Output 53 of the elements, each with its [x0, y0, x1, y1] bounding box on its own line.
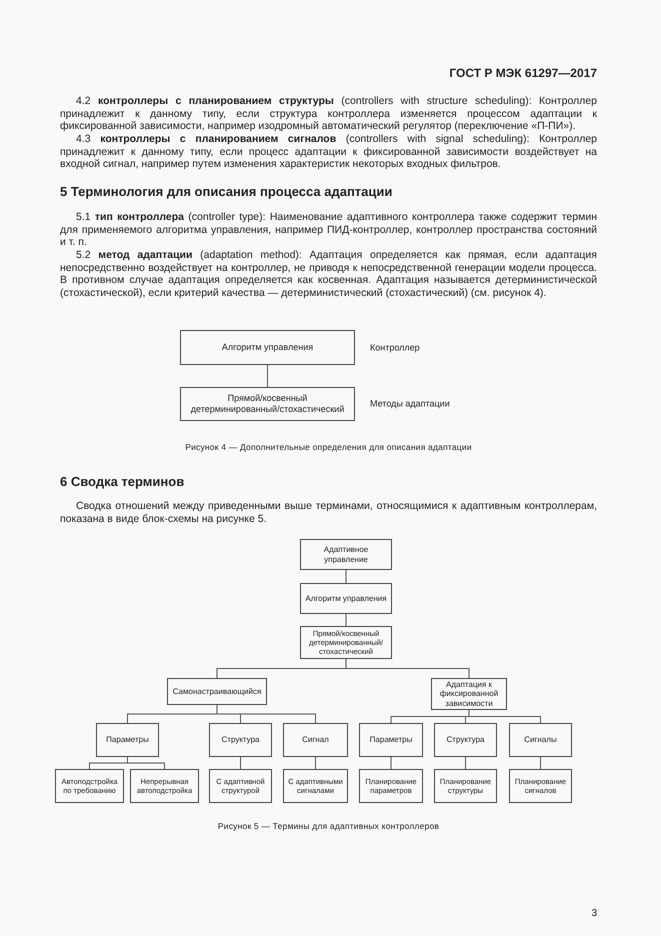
- term-box: [359, 769, 423, 803]
- term-box: [434, 769, 497, 803]
- connector-line: [540, 756, 541, 770]
- box-label: Сигналы: [524, 735, 557, 745]
- box-label: Самонастраивающийся: [172, 686, 262, 696]
- figure-caption: Рисунок 5 — Термины для адаптивных контроллеров: [216, 820, 440, 833]
- box-label: Сигнал: [302, 735, 329, 745]
- section-heading: 5 Терминология для описания процесса адаптации: [60, 183, 394, 201]
- term-box: [509, 769, 572, 803]
- connector-line: [315, 756, 316, 770]
- side-label: Контроллер: [370, 342, 420, 353]
- box-label: Структура: [446, 735, 484, 745]
- page-number: 3: [590, 907, 597, 921]
- term-box: [96, 723, 159, 757]
- box-label: Алгоритм управления: [305, 594, 387, 604]
- term-box: [431, 678, 507, 710]
- section-heading: 6 Сводка терминов: [60, 473, 186, 491]
- term-box: [509, 723, 572, 757]
- term-box: [130, 769, 199, 803]
- term-box: [283, 769, 348, 803]
- connector-line: [390, 756, 392, 770]
- connector-line: [216, 704, 316, 724]
- connector-line: [346, 658, 470, 678]
- box-label: Параметры: [106, 735, 149, 745]
- term-box: [300, 583, 392, 614]
- body-paragraph: 4.2 контроллеры с планированием структуры (controllers with structure scheduling): Контроллер принадлежит к данному типу, если структура контроллера изменяется процессом адаптации к фиксированной зависимости, например изодромный автоматический регулятор (переключение «П-ПИ»).: [60, 95, 597, 133]
- figure-caption: Рисунок 4 — Дополнительные определения для описания адаптации: [184, 441, 473, 454]
- connector-line: [468, 710, 541, 724]
- body-paragraph: 4.3 контроллеры с планированием сигналов (controllers with signal scheduling): Контроллер принадлежит к данному типу, если процесс адаптации к фиксированной зависимости воздействует на входной сигнал, например путем изменения характеристик некоторых входных фильтров.: [60, 133, 597, 171]
- box-label: Адаптация к фиксированной зависимости: [438, 680, 500, 708]
- body-paragraph: 5.1 тип контроллера (controller type): Наименование адаптивного контроллера также содержит термин для применяемого алгоритма управления, например ПИД-контроллер, контроллер пространства состояний и т. п.: [60, 211, 597, 249]
- term-box: [167, 678, 267, 705]
- term-box: [283, 723, 348, 757]
- box-label: Параметры: [370, 735, 412, 745]
- term-box: [434, 723, 497, 757]
- body-paragraph: Сводка отношений между приведенными выше терминами, относящимися к адаптивным контроллерам, показана в виде блок-схемы на рисунке 5.: [60, 500, 597, 526]
- box-label: Структура: [222, 735, 260, 745]
- connector-line: [465, 756, 466, 770]
- term-box: [209, 769, 272, 803]
- term-box: [209, 723, 272, 757]
- box-label: Прямой/косвенный детерминированный/стохастический: [190, 393, 346, 415]
- box-label: Адаптивное управление: [322, 544, 370, 564]
- connector-line: [127, 756, 165, 770]
- term-box: [300, 539, 392, 570]
- connector-line: [267, 364, 268, 388]
- body-paragraph: 5.2 метод адаптации (adaptation method): Адаптация определяется как прямая, если адаптация непосредственно воздействует на контроллер, не приводя к непосредственной генерации модели процесса. В противном случае адаптация определяется как косвенная. Адаптация называется детерминистической (стохастической), если критерий качества — детерминистический (стохастический) (см. рисунок 4).: [60, 249, 597, 300]
- term-box: [300, 626, 392, 659]
- term-box: [55, 769, 124, 803]
- box-label: Алгоритм управления: [222, 342, 314, 353]
- side-label: Методы адаптации: [370, 398, 450, 410]
- connector-line: [240, 756, 241, 770]
- term-box: [359, 723, 423, 757]
- document-header: ГОСТ Р МЭК 61297—2017: [448, 65, 597, 82]
